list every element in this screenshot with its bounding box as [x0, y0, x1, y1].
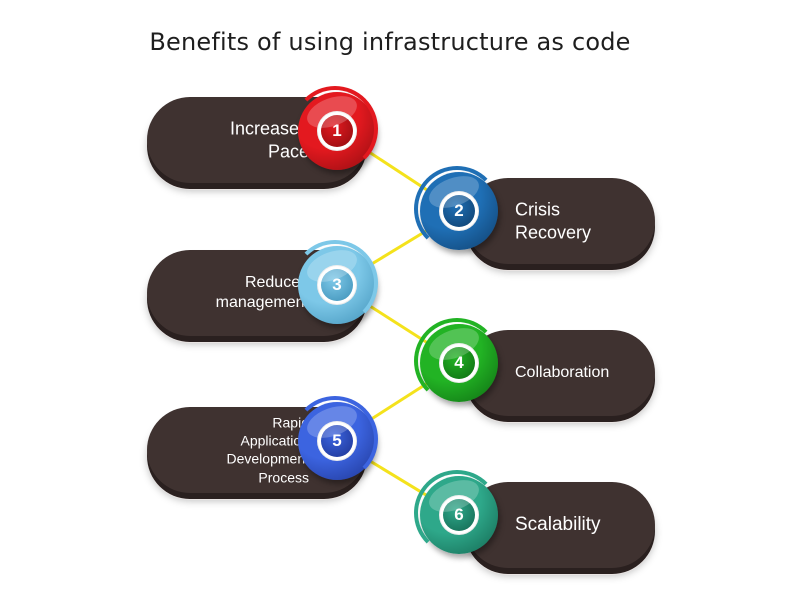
number-three-badge: 3	[292, 240, 378, 326]
number-one-badge: 1	[292, 86, 378, 172]
benefit-label-6: Scalability	[515, 514, 601, 536]
benefit-label-2: Crisis Recovery	[515, 199, 592, 243]
number-six-badge: 6	[414, 470, 500, 556]
badge-number-4: 4	[443, 347, 475, 379]
benefit-label-5: Rapid Application Development Process	[226, 414, 310, 486]
badge-number-3: 3	[321, 269, 353, 301]
number-four-badge: 4	[414, 318, 500, 404]
badge-number-2: 2	[443, 195, 475, 227]
badge-number-1: 1	[321, 115, 353, 147]
benefit-label-4: Collaboration	[515, 364, 610, 381]
number-two-badge: 2	[414, 166, 500, 252]
diagram-title: Benefits of using infrastructure as code	[149, 28, 631, 56]
number-five-badge: 5	[292, 396, 378, 482]
badge-number-6: 6	[443, 499, 475, 531]
badge-number-5: 5	[321, 425, 353, 457]
